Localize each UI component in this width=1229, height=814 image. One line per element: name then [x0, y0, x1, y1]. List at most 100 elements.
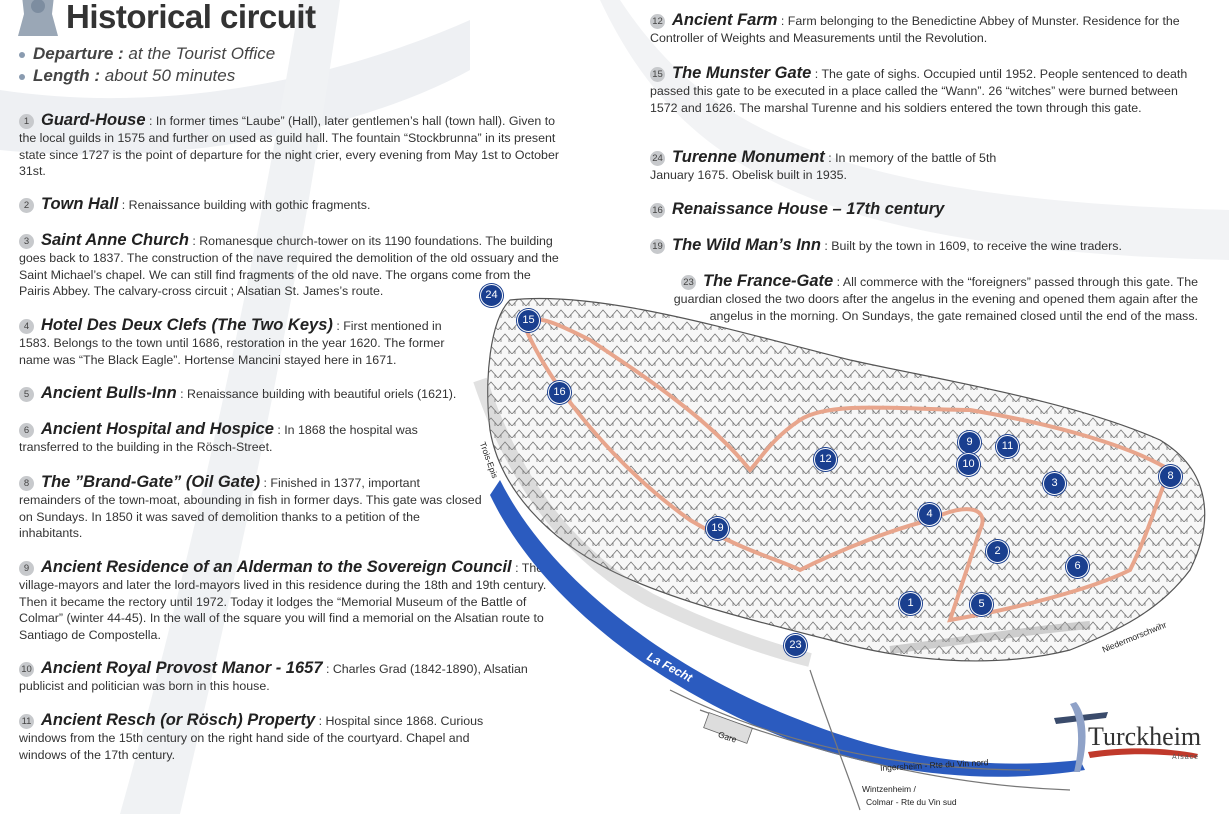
- entry-number: 9: [19, 561, 34, 576]
- entry-9: 9 Ancient Residence of an Alderman to the…: [19, 559, 564, 644]
- entry-3: 3 Saint Anne Church : Romanesque church-t…: [19, 232, 564, 300]
- entry-title: The Wild Man’s Inn: [672, 236, 821, 254]
- departure-value: at the Tourist Office: [128, 44, 276, 63]
- entry-text: : Charles Grad (1842-1890), Alsatian pub…: [19, 662, 528, 693]
- entry-2: 2 Town Hall : Renaissance building with g…: [19, 196, 564, 214]
- town-area: [487, 297, 1206, 662]
- entry-text: : Finished in 1377, important remainders…: [19, 476, 482, 541]
- map-marker-15[interactable]: 15: [517, 309, 540, 332]
- entry-10: 10 Ancient Royal Provost Manor - 1657 : C…: [19, 660, 564, 695]
- map-marker-3[interactable]: 3: [1043, 472, 1066, 495]
- page-title: Historical circuit: [66, 0, 316, 35]
- entry-number: 12: [650, 14, 665, 29]
- entry-title: Ancient Royal Provost Manor - 1657: [41, 659, 323, 677]
- entry-6: 6 Ancient Hospital and Hospice : In 1868 …: [19, 421, 461, 456]
- road-gare: [669, 689, 1031, 771]
- turckheim-logo: Turckheim Alsace: [1048, 696, 1208, 776]
- outer-houses: [473, 377, 812, 667]
- map-marker-2[interactable]: 2: [986, 540, 1009, 563]
- entry-title: Renaissance House – 17th century: [672, 200, 945, 218]
- entry-title: The Munster Gate: [672, 64, 812, 82]
- entry-text: : In former times “Laube” (Hall), later …: [19, 114, 559, 179]
- road-niedermorschwihr: [889, 621, 1091, 654]
- map-marker-19[interactable]: 19: [706, 517, 729, 540]
- road-colmar: [809, 669, 861, 811]
- entry-16: 16 Renaissance House – 17th century: [650, 201, 1198, 219]
- entry-text: : Farm belonging to the Benedictine Abbe…: [650, 14, 1180, 45]
- entry-text: : Romanesque church-tower on its 1190 fo…: [19, 234, 559, 299]
- entry-number: 11: [19, 714, 34, 729]
- logo-name: Turckheim: [1088, 722, 1202, 751]
- map-marker-6[interactable]: 6: [1066, 555, 1089, 578]
- entry-text: : Hospital since 1868. Curious windows f…: [19, 714, 484, 762]
- entry-number: 8: [19, 476, 34, 491]
- bullet-icon: [19, 51, 25, 58]
- entry-title: Turenne Monument: [672, 148, 825, 166]
- entry-title: Saint Anne Church: [41, 231, 189, 249]
- entry-title: Ancient Resch (or Rösch) Property: [41, 711, 316, 729]
- entry-title: The France-Gate: [702, 272, 834, 290]
- map-marker-5[interactable]: 5: [970, 593, 993, 616]
- entry-title: Ancient Farm: [672, 11, 778, 29]
- map-marker-4[interactable]: 4: [918, 503, 941, 526]
- entry-8: 8 The ”Brand-Gate” (Oil Gate) : Finished …: [19, 474, 484, 542]
- map-marker-24[interactable]: 24: [480, 284, 503, 307]
- entry-text: : Built by the town in 1609, to receive …: [820, 239, 1122, 253]
- entry-title: The ”Brand-Gate” (Oil Gate): [41, 473, 261, 491]
- entry-text: : In 1868 the hospital was transferred t…: [19, 423, 418, 454]
- entry-title: Town Hall: [41, 195, 119, 213]
- entry-number: 1: [19, 114, 34, 129]
- entry-19: 19 The Wild Man’s Inn : Built by the town…: [650, 237, 1198, 255]
- gare-building: [703, 712, 753, 744]
- entry-12: 12 Ancient Farm : Farm belonging to the B…: [650, 12, 1198, 47]
- entry-title: Hotel Des Deux Clefs (The Two Keys): [41, 316, 333, 334]
- logo-emblem-icon: [1054, 702, 1198, 772]
- entry-number: 10: [19, 662, 34, 677]
- entry-text: : Renaissance building with beautiful or…: [176, 387, 457, 401]
- night-crier-icon: [18, 0, 58, 36]
- entry-number: 4: [19, 319, 34, 334]
- town-map: [473, 297, 1206, 811]
- entry-title: Ancient Hospital and Hospice: [41, 420, 274, 438]
- entry-number: 3: [19, 234, 34, 249]
- entry-11: 11 Ancient Resch (or Rösch) Property : Ho…: [19, 712, 489, 763]
- entry-text: : Renaissance building with gothic fragm…: [118, 198, 371, 212]
- map-marker-23[interactable]: 23: [784, 634, 807, 657]
- entry-number: 2: [19, 198, 34, 213]
- entry-number: 23: [680, 275, 696, 290]
- entry-number: 19: [650, 239, 665, 254]
- entry-text: : In memory of the battle of 5th January…: [650, 151, 997, 182]
- bullet-icon: [19, 73, 25, 80]
- entry-title: Ancient Bulls-Inn: [41, 384, 177, 402]
- entry-15: 15 The Munster Gate : The gate of sighs. …: [650, 65, 1198, 116]
- departure-line: Departure : at the Tourist Office: [19, 44, 275, 64]
- tour-route: [519, 316, 1173, 623]
- length-value: about 50 minutes: [104, 66, 236, 85]
- map-marker-11[interactable]: 11: [996, 435, 1019, 458]
- length-label: Length :: [33, 66, 101, 85]
- entry-4: 4 Hotel Des Deux Clefs (The Two Keys) : F…: [19, 317, 467, 368]
- river: [490, 480, 1085, 777]
- map-marker-8[interactable]: 8: [1159, 465, 1182, 488]
- entry-number: 6: [19, 423, 34, 438]
- entry-title: Guard-House: [41, 111, 146, 129]
- entry-text: : First mentioned in 1583. Belongs to th…: [19, 319, 445, 367]
- map-marker-10[interactable]: 10: [957, 453, 980, 476]
- entry-number: 16: [650, 203, 665, 218]
- entry-number: 15: [650, 67, 665, 82]
- entry-text: : The gate of sighs. Occupied until 1952…: [650, 67, 1188, 115]
- departure-label: Departure :: [33, 44, 124, 63]
- map-marker-1[interactable]: 1: [899, 592, 922, 615]
- entry-1: 1 Guard-House : In former times “Laube” (…: [19, 112, 564, 180]
- map-marker-16[interactable]: 16: [548, 381, 571, 404]
- entry-number: 5: [19, 387, 34, 402]
- road-label-colmar: Colmar - Rte du Vin sud: [866, 797, 957, 807]
- entry-5: 5 Ancient Bulls-Inn : Renaissance buildin…: [19, 385, 467, 403]
- entry-text: : The village-mayors and later the lord-…: [19, 561, 547, 643]
- map-marker-12[interactable]: 12: [814, 448, 837, 471]
- length-line: Length : about 50 minutes: [19, 66, 235, 86]
- entry-title: Ancient Residence of an Alderman to the …: [41, 558, 512, 576]
- map-marker-9[interactable]: 9: [958, 431, 981, 454]
